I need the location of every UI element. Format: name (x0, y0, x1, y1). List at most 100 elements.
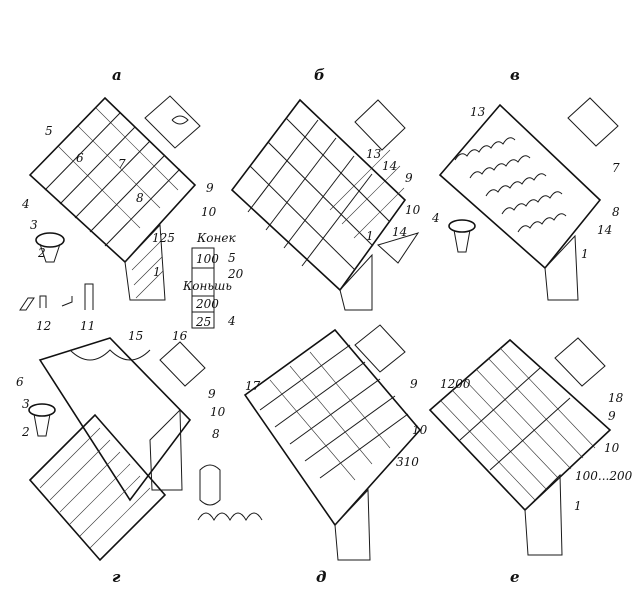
panel-a-funnel (35, 232, 65, 248)
panel-a-label-5: 5 (45, 124, 53, 138)
panel-a-label-6: 6 (76, 151, 84, 165)
panel-g: г 15 16 6 3 2 9 10 8 (16, 329, 226, 586)
panel-a-letter: а (112, 66, 122, 84)
panel-v-label-7: 7 (612, 161, 620, 175)
panel-v-label-1: 1 (581, 247, 589, 261)
panel-b-lattice (247, 117, 391, 271)
panel-a-wall-hatch (131, 241, 164, 299)
panel-e-label-1: 1 (574, 499, 582, 513)
panel-v: в 13 7 4 8 14 1 (431, 66, 620, 301)
panel-v-tile-rows (454, 137, 567, 233)
panel-d-label-310: 310 (396, 455, 419, 469)
panel-g-label-15: 15 (128, 329, 143, 343)
panel-g-label-2: 2 (21, 425, 30, 439)
panel-g-roof-top (38, 337, 192, 502)
panel-e: е 1200 18 9 10 100...200 1 (428, 337, 633, 586)
panel-g-hatch (39, 427, 151, 549)
panel-d-ridge-cap (354, 324, 406, 373)
panel-a: а (19, 66, 244, 333)
panel-a-label-4: 4 (21, 197, 30, 211)
panel-a-fasteners (19, 283, 94, 311)
panel-v-label-8: 8 (612, 205, 620, 219)
panel-v-letter: в (510, 66, 520, 84)
panel-a-wall (124, 223, 166, 301)
detail-a-bottom-word: Коньшь (182, 279, 232, 293)
panel-g-label-10: 10 (210, 405, 226, 419)
panel-b-battens (329, 149, 405, 239)
panel-e-roof-slope (428, 338, 612, 512)
panel-d-tile-cols (269, 351, 391, 481)
panel-d-label-17: 17 (245, 379, 261, 393)
panel-a-label-9: 9 (206, 181, 214, 195)
panel-g-funnel (28, 403, 56, 417)
panel-e-corrugations (439, 347, 596, 501)
panel-b-label-10: 10 (405, 203, 421, 217)
detail-a-top-word: Конек (196, 231, 237, 245)
panel-g-label-8: 8 (212, 427, 220, 441)
detail-a-dim-3: 5 (228, 251, 236, 265)
panel-g-downpipe (33, 413, 51, 437)
panel-d: д 17 9 10 310 (197, 324, 428, 586)
panel-a-label-1: 1 (153, 265, 161, 279)
panel-a-label-11: 11 (80, 319, 95, 333)
panel-g-wall (149, 408, 183, 491)
panel-e-sheet-joints (459, 367, 571, 471)
panel-a-label-125: 125 (152, 231, 175, 245)
panel-g-letter: г (112, 568, 121, 586)
panel-a-battens (44, 112, 181, 247)
panel-g-label-6: 6 (16, 375, 24, 389)
panel-g-valley (69, 349, 151, 361)
panel-a-ridge-cap (144, 95, 201, 149)
panel-a-ridge-roll (171, 115, 189, 125)
panel-b: б 13 14 9 10 1 14 (230, 66, 421, 311)
panel-b-roof-slope (230, 98, 407, 292)
panel-e-letter: е (510, 568, 520, 586)
panel-b-letter: б (314, 66, 325, 84)
panel-d-tile-profile (197, 464, 263, 522)
panel-v-downpipe (453, 229, 471, 253)
panel-a-sheets (57, 107, 179, 229)
panel-g-ridge-cap (159, 341, 206, 387)
panel-a-downpipe (39, 243, 61, 263)
panel-a-roof-slope (28, 96, 197, 264)
panel-v-ridge-cap (567, 97, 619, 147)
panel-e-ridge-cap (554, 337, 606, 387)
panel-v-funnel (448, 219, 476, 233)
panel-e-label-10: 10 (604, 441, 620, 455)
panel-d-letter: д (316, 568, 326, 586)
panel-g-label-16: 16 (172, 329, 188, 343)
detail-a-dim-4: 200 (195, 297, 219, 311)
panel-v-roof-slope (438, 103, 602, 270)
panel-b-label-14: 14 (382, 159, 397, 173)
panel-g-roof-lower (28, 413, 167, 562)
panel-b-detail (377, 232, 420, 264)
panel-a-label-2: 2 (37, 246, 46, 260)
panel-d-roof-slope (243, 328, 422, 527)
detail-a-dim-5: 25 (195, 315, 211, 329)
panel-e-label-100-200: 100...200 (575, 469, 633, 483)
panel-v-label-4: 4 (431, 211, 440, 225)
panel-d-label-10: 10 (412, 423, 428, 437)
panel-b-label-1: 1 (366, 229, 374, 243)
detail-a-dim-1: 100 (196, 252, 219, 266)
panel-e-wall (524, 473, 563, 556)
panel-b-label-14b: 14 (392, 225, 407, 239)
panel-b-label-9: 9 (405, 171, 413, 185)
panel-d-wall (334, 488, 371, 561)
panel-g-label-3: 3 (22, 397, 30, 411)
detail-a-dim-2: 20 (227, 267, 244, 281)
panel-b-wall (339, 253, 373, 311)
panel-a-label-3: 3 (30, 218, 38, 232)
panel-g-label-9: 9 (208, 387, 216, 401)
panel-b-label-13: 13 (366, 147, 382, 161)
panel-v-label-14: 14 (597, 223, 612, 237)
panel-d-tile-rows (259, 344, 409, 479)
panel-v-label-13: 13 (470, 105, 486, 119)
panel-d-label-9: 9 (410, 377, 418, 391)
panel-a-label-10: 10 (201, 205, 217, 219)
panel-e-label-1200: 1200 (440, 377, 471, 391)
panel-a-ridge-detail: Конек Коньшь 100 20 5 200 25 4 (182, 231, 244, 329)
panel-a-label-12: 12 (36, 319, 51, 333)
panel-e-label-9: 9 (608, 409, 616, 423)
